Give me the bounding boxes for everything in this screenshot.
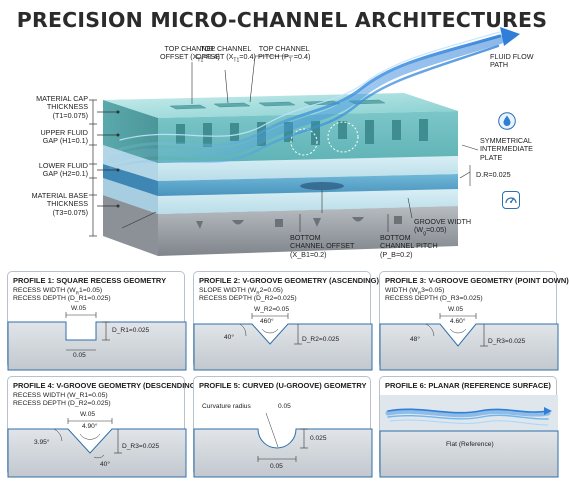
dim-angle-side: 40°	[224, 334, 234, 341]
profile-line-1: RECESS WIDTH (WR1=0.05)	[13, 287, 103, 296]
dim-top-width: W_R2=0.05	[254, 306, 290, 313]
profile-panel-6: PROFILE 6: PLANAR (REFERENCE SURFACE) Fl…	[379, 376, 559, 478]
dim-angle-top: 460°	[260, 318, 274, 325]
dim-depth: 0.025	[310, 435, 327, 442]
dim-angle-left: 3.95°	[34, 439, 50, 446]
dim-depth: D_R3=0.025	[122, 443, 160, 450]
profile-panel-5: PROFILE 5: CURVED (U-GROOVE) GEOMETRY Cu…	[193, 376, 373, 478]
profile-title: PROFILE 4: V-GROOVE GEOMETRY (DESCENDING…	[13, 381, 199, 390]
dim-angle-top: 4.60°	[450, 318, 466, 325]
profile-5-drawing	[193, 412, 373, 478]
profile-title: PROFILE 5: CURVED (U-GROOVE) GEOMETRY	[199, 381, 367, 390]
dim-depth: D_R3=0.025	[488, 338, 526, 345]
profile-line-2: RECESS DEPTH (D_R1=0.025)	[13, 295, 111, 302]
profile-3-drawing	[379, 313, 559, 371]
profile-line-1: SLOPE WIDTH (WR2=0.05)	[199, 287, 283, 296]
droplet-icon	[498, 112, 516, 130]
profile-2-drawing	[193, 313, 373, 371]
label-groove-width: GROOVE WIDTH (Wg=0.05)	[414, 217, 472, 237]
dim-angle-side: 48°	[410, 336, 420, 343]
dim-bottom-width: 0.05	[270, 463, 283, 470]
flow-arrow-icon	[500, 27, 520, 46]
page-title: PRECISION MICRO-CHANNEL ARCHITECTURES	[16, 8, 548, 32]
micro-channel-stack-diagram	[89, 27, 520, 256]
label-dr: D.R=0.025	[476, 170, 511, 179]
profile-1-drawing	[7, 312, 187, 371]
dim-top-width: W.05	[71, 305, 87, 312]
dim-radius: 0.05	[278, 403, 291, 410]
base-block-front	[103, 195, 158, 256]
dim-bottom-width: 0.05	[73, 352, 86, 359]
profile-line-1: WIDTH (WR3=0.05)	[385, 287, 445, 296]
profile-line-2: RECESS DEPTH (D_R2=0.025)	[13, 400, 111, 407]
dim-angle-top: 4.90°	[82, 423, 98, 430]
profile-title: PROFILE 2: V-GROOVE GEOMETRY (ASCENDING)	[199, 276, 380, 285]
dim-top-width: W.05	[448, 306, 464, 313]
profile-line-2: RECESS DEPTH (D_R3=0.025)	[385, 295, 483, 302]
profile-panel-3: PROFILE 3: V-GROOVE GEOMETRY (POINT DOWN…	[379, 271, 569, 371]
label-top-channel-pitch: TOP CHANNEL PITCH (PT =0.4)	[258, 44, 311, 64]
profile-title: PROFILE 6: PLANAR (REFERENCE SURFACE)	[385, 381, 551, 390]
label-top-channel-offset-1: TOP CHANNEL OFFSET (XT1=0.4)	[160, 44, 220, 64]
dim-top-width: W.05	[80, 411, 96, 418]
upper-gap-side	[158, 156, 458, 181]
lower-gap-front	[103, 178, 158, 214]
gauge-icon	[502, 191, 520, 209]
profile-panel-2: PROFILE 2: V-GROOVE GEOMETRY (ASCENDING)…	[193, 271, 379, 371]
profile-panel-1: PROFILE 1: SQUARE RECESS GEOMETRY RECESS…	[7, 271, 187, 371]
profile-6-drawing	[379, 395, 559, 478]
profile-panel-4: PROFILE 4: V-GROOVE GEOMETRY (DESCENDING…	[7, 376, 198, 478]
cap-block-front	[103, 100, 158, 163]
intermediate-plate-front	[103, 164, 158, 196]
dim-curvature-label: Curvature radius	[202, 403, 251, 410]
flat-reference-label: Flat (Reference)	[446, 441, 494, 448]
label-top-channel-offset-2: TOP CHANNEL OFFSET (XT1=0.4)	[196, 44, 256, 64]
profile-line-2: RECESS DEPTH (D_R2=0.025)	[199, 295, 297, 302]
profile-4-drawing	[7, 418, 187, 478]
dim-depth: D_R2=0.025	[302, 336, 340, 343]
base-block-side	[158, 206, 458, 256]
profile-title: PROFILE 1: SQUARE RECESS GEOMETRY	[13, 276, 167, 285]
dim-angle-bottom: 40°	[100, 461, 110, 468]
profile-title: PROFILE 3: V-GROOVE GEOMETRY (POINT DOWN…	[385, 276, 569, 285]
lower-gap-side	[158, 189, 458, 214]
profile-line-1: RECESS WIDTH (W_R1=0.05)	[13, 392, 108, 399]
fluid-flow-streams	[108, 31, 504, 170]
dim-depth: D_R1=0.025	[112, 327, 150, 334]
